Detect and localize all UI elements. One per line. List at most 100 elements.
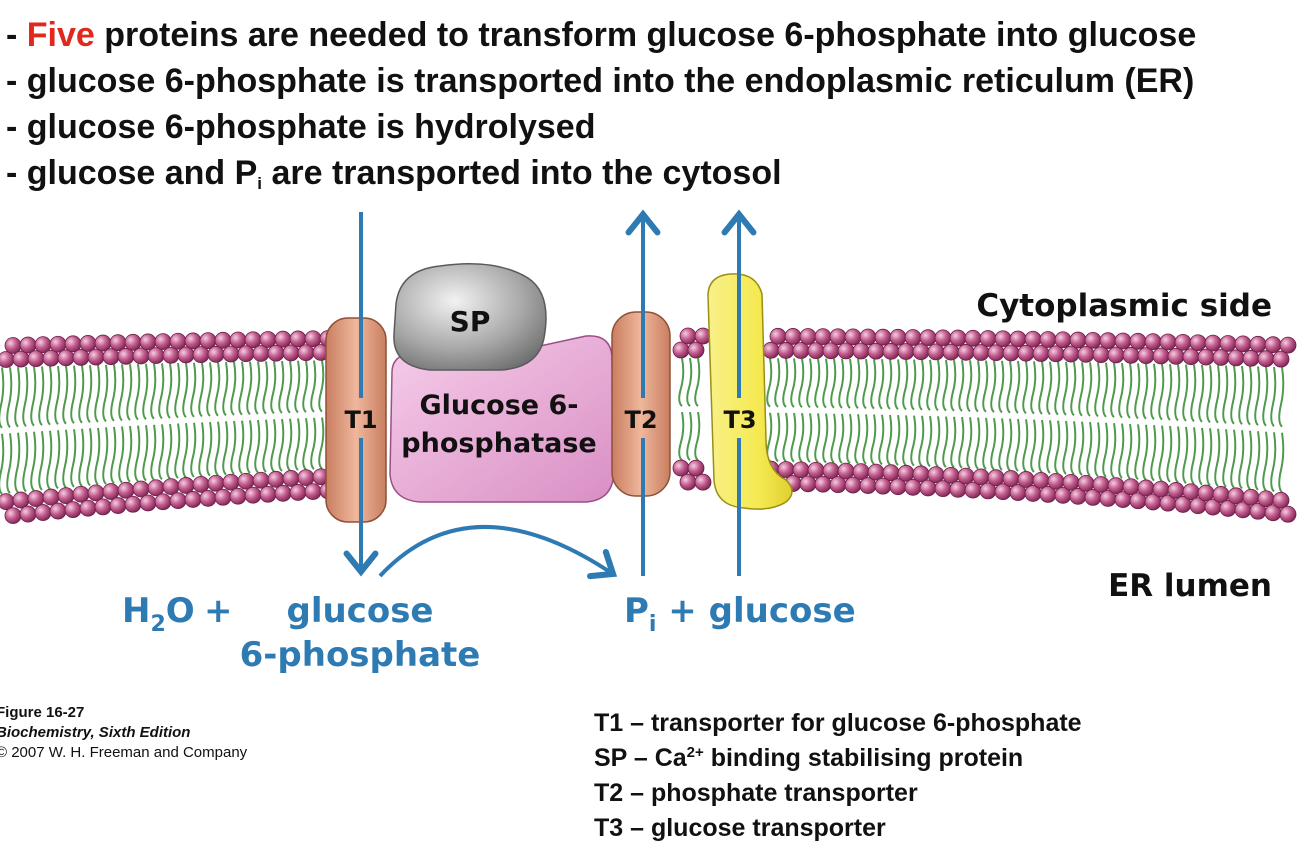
lipid-head (214, 331, 232, 349)
lipid-head (207, 474, 225, 492)
lipid-tail (182, 423, 189, 479)
lipid-head (867, 463, 885, 481)
lipid-tail (678, 357, 685, 407)
lipid-head (1092, 476, 1110, 493)
substrate-label-line1: glucose (286, 591, 433, 631)
lipid-tail (1158, 425, 1165, 482)
lipid-head (252, 345, 270, 362)
lipid-head (829, 328, 847, 346)
lipid-head (1227, 487, 1245, 505)
lipid-head (822, 462, 840, 480)
lipid-tail (870, 414, 877, 465)
lipid-tail (14, 367, 21, 428)
lipid-tail (958, 360, 965, 412)
lipid-tail (1230, 365, 1237, 425)
lipid-tail (990, 417, 997, 471)
lipid-tail (862, 358, 869, 410)
lipid-head (687, 459, 705, 477)
lipid-head (222, 473, 240, 491)
lipid-tail (0, 367, 5, 429)
lipid-head (147, 347, 165, 365)
lipid-tail (1014, 360, 1021, 414)
lipid-tail (0, 433, 5, 495)
lipid-head (927, 343, 945, 361)
lipid-head (687, 341, 705, 359)
lipid-tail (278, 418, 285, 472)
lipid-head (282, 344, 300, 362)
lipid-tail (1062, 361, 1069, 416)
lipid-head (237, 472, 255, 490)
lipid-tail (1006, 418, 1013, 472)
lipid-tail (262, 419, 269, 473)
lipid-head (777, 461, 795, 478)
lipid-head (837, 462, 855, 480)
lipid-tail (1046, 361, 1053, 416)
lipid-head (792, 342, 810, 359)
lipid-tail (54, 365, 61, 425)
lipid-tail (110, 364, 117, 422)
lipid-tail (22, 366, 29, 427)
t3-label: T3 (723, 406, 756, 434)
lipid-tail (1174, 426, 1181, 484)
lipid-head (252, 471, 270, 489)
lipid-head (1039, 331, 1057, 348)
bullet-text-pre: glucose and P (26, 154, 258, 192)
lipid-tail (1182, 364, 1189, 422)
lipid-head (867, 342, 885, 360)
lipid-tail (302, 417, 309, 471)
lipid-tail (998, 418, 1005, 471)
lipid-head (942, 466, 960, 484)
lipid-tail (1158, 363, 1165, 421)
lipid-head (994, 330, 1012, 348)
lipid-tail (222, 421, 229, 476)
lipid-tail (102, 364, 109, 423)
lipid-head (679, 327, 697, 345)
lipid-head (304, 483, 322, 500)
lipid-head (1107, 346, 1125, 364)
lipid-head (852, 463, 870, 481)
lipid-head (1137, 479, 1155, 497)
lipid-tail (1102, 422, 1109, 478)
lipid-head (1257, 350, 1275, 368)
lipid-tail (894, 359, 901, 410)
lipid-tail (254, 419, 261, 474)
lipid-tail (182, 362, 189, 418)
lipid-tail (150, 363, 157, 420)
lipid-head (822, 342, 840, 360)
lipid-tail (1190, 364, 1197, 423)
lipid-tail (254, 361, 261, 415)
lipid-head (267, 344, 285, 362)
lipid-head (42, 488, 60, 506)
lipid-head (1234, 335, 1252, 353)
lipid-head (964, 329, 982, 347)
lipid-head (177, 346, 195, 364)
lipid-tail (1150, 425, 1157, 482)
lipid-tail (1278, 432, 1285, 494)
lipid-head (297, 469, 315, 486)
lipid-tail (62, 365, 69, 425)
lipid-tail (1214, 365, 1221, 424)
lipid-tail (118, 426, 125, 484)
lipid-tail (814, 413, 821, 464)
lipid-tail (1006, 360, 1013, 414)
lipid-head (117, 481, 135, 499)
lipid-head (4, 507, 22, 525)
lipid-tail (94, 364, 101, 423)
lipid-head (1062, 345, 1080, 363)
lipid-head (64, 501, 82, 519)
lipid-tail (686, 357, 693, 407)
lipid-head (897, 464, 915, 482)
lipid-head (214, 488, 232, 506)
lipid-tail (1038, 419, 1045, 474)
bullet-text: proteins are needed to transform glucose… (94, 16, 1197, 54)
lipid-tail (238, 361, 245, 416)
lipid-tail (870, 358, 877, 410)
lipid-head (927, 466, 945, 484)
lipid-head (87, 484, 105, 502)
lipid-tail (774, 412, 781, 463)
lipid-head (1159, 333, 1177, 351)
lipid-tail (30, 366, 37, 427)
lipid-tail (782, 412, 789, 463)
lipid-head (1167, 482, 1185, 499)
lipid-tail (158, 424, 165, 481)
